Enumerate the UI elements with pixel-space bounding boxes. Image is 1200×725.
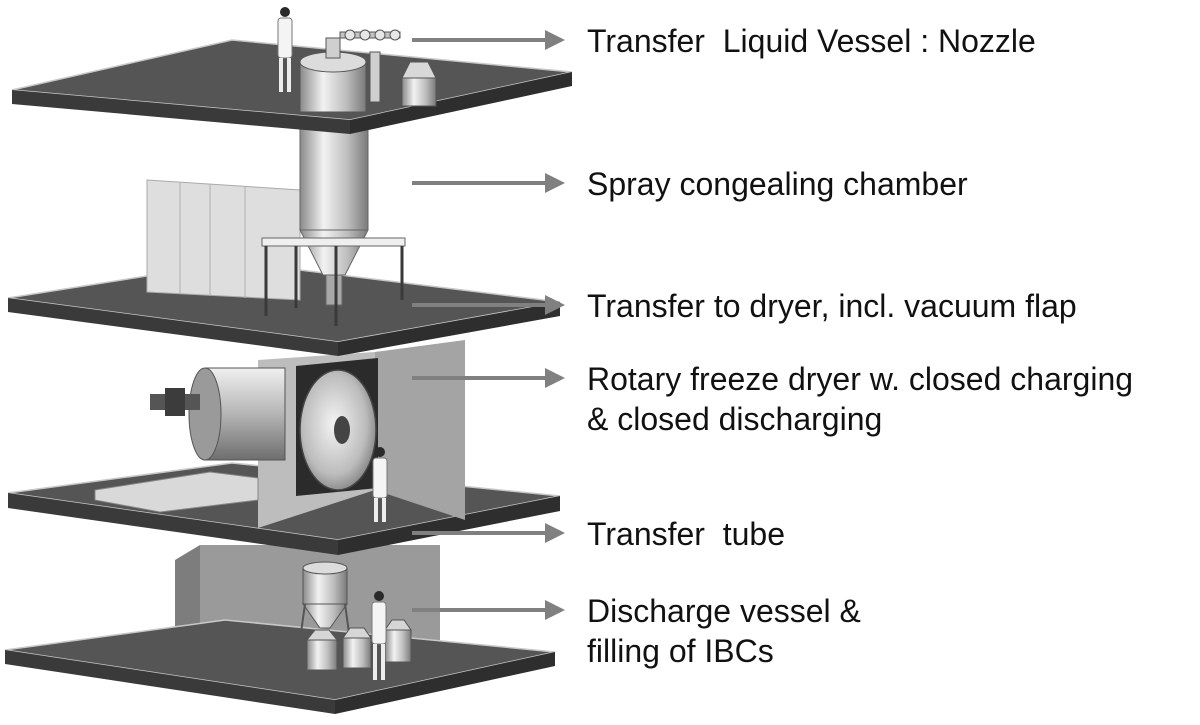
small-feed-tank: [402, 62, 436, 106]
label-transfer-dryer: Transfer to dryer, incl. vacuum flap: [587, 288, 1121, 324]
level-discharge: [5, 545, 555, 714]
label-transfer-tube-line1: Transfer tube: [587, 516, 785, 552]
label-transfer-dryer-line1: Transfer to dryer, incl. vacuum flap: [587, 288, 1077, 324]
label-liquid-vessel: Transfer Liquid Vessel : Nozzle: [587, 23, 1080, 59]
rotary-drum: [150, 368, 285, 460]
nozzle-manifold: [340, 30, 400, 40]
label-spray-chamber-line1: Spray congealing chamber: [587, 166, 968, 202]
callout-labels: Transfer Liquid Vessel : Nozzle Spray co…: [587, 23, 1195, 669]
bottom-slab-top: [5, 620, 555, 700]
label-rotary-dryer-line1: Rotary freeze dryer w. closed charging: [587, 361, 1133, 397]
level-freeze-dryer: [95, 340, 465, 528]
label-liquid-vessel-line1: Transfer Liquid Vessel : Nozzle: [587, 23, 1036, 59]
dryer-wall-right: [375, 340, 465, 520]
label-discharge-vessel-line1: Discharge vessel &: [587, 593, 861, 629]
label-discharge-vessel-line2: filling of IBCs: [587, 633, 774, 669]
label-rotary-dryer-line2: & closed discharging: [587, 401, 882, 437]
label-transfer-tube: Transfer tube: [587, 516, 829, 552]
level-top-floor: [12, 7, 572, 134]
label-discharge-vessel: Discharge vessel & filling of IBCs: [587, 593, 923, 669]
label-spray-chamber: Spray congealing chamber: [587, 166, 1012, 202]
label-rotary-dryer: Rotary freeze dryer w. closed charging &…: [587, 361, 1195, 437]
